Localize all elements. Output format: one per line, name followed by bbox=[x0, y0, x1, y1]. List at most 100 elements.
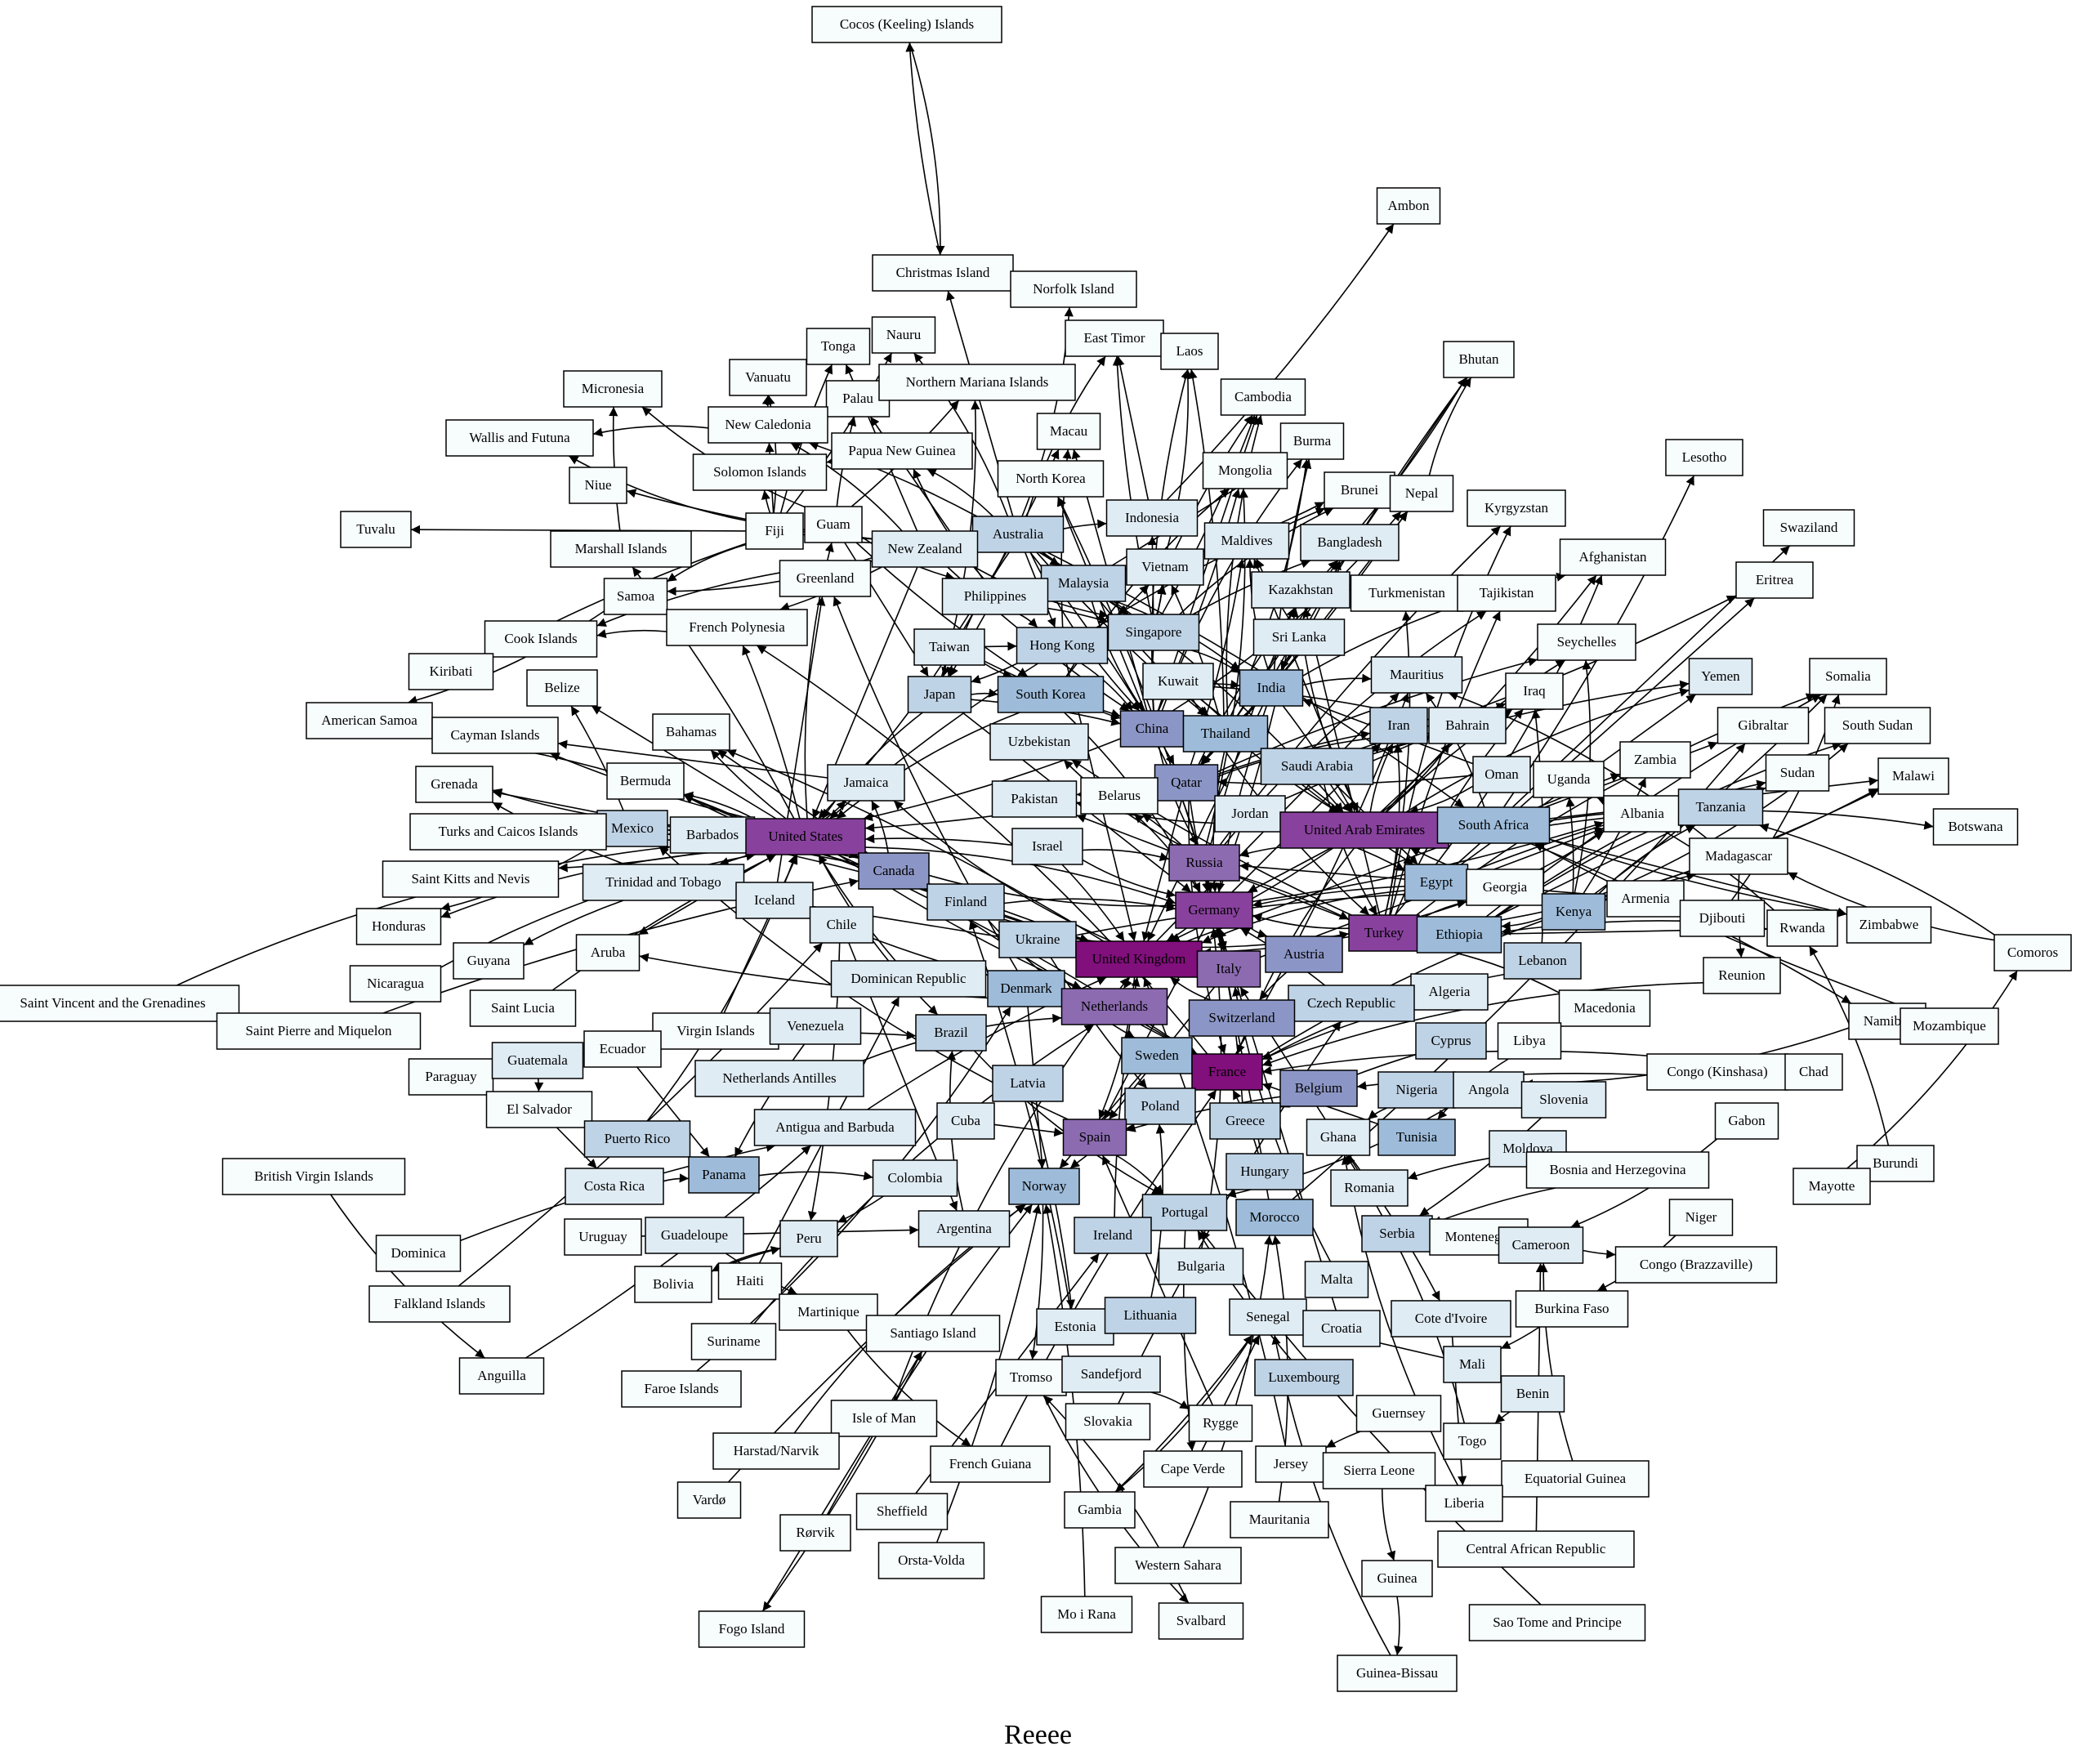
node-box bbox=[1525, 1151, 1710, 1189]
node-maldives: Maldives bbox=[1203, 522, 1290, 560]
node-laos: Laos bbox=[1160, 333, 1219, 370]
node-box bbox=[458, 1357, 545, 1395]
node-burma: Burma bbox=[1279, 422, 1345, 460]
node-box bbox=[1809, 658, 1887, 695]
node-turkey: Turkey bbox=[1348, 914, 1420, 952]
node-swaziland: Swaziland bbox=[1762, 509, 1855, 547]
node-box bbox=[936, 1102, 995, 1140]
node-luxembourg: Luxembourg bbox=[1254, 1359, 1354, 1396]
node-box bbox=[1472, 756, 1531, 793]
edge-arrow bbox=[864, 833, 1013, 846]
node-box bbox=[1466, 869, 1544, 906]
node-cote-d-ivoire: Cote d'Ivoire bbox=[1391, 1300, 1511, 1338]
node-box bbox=[1036, 1308, 1114, 1346]
node-mo-i-rana: Mo i Rana bbox=[1040, 1596, 1133, 1633]
node-label: Sao Tome and Principe bbox=[1493, 1614, 1622, 1630]
node-estonia: Estonia bbox=[1036, 1308, 1114, 1346]
node-label: Sri Lanka bbox=[1272, 629, 1327, 645]
node-box bbox=[907, 676, 972, 713]
node-box bbox=[221, 1158, 406, 1195]
node-saint-kitts-and-nevis: Saint Kitts and Nevis bbox=[382, 860, 560, 898]
node-lebanon: Lebanon bbox=[1503, 942, 1582, 980]
node-box bbox=[1932, 808, 2019, 846]
node-box bbox=[1520, 1081, 1607, 1119]
edge-arrow bbox=[1042, 1204, 1086, 1597]
node-box bbox=[1168, 844, 1240, 882]
node-isle-of-man: Isle of Man bbox=[830, 1400, 938, 1437]
node-madagascar: Madagascar bbox=[1689, 837, 1788, 875]
node-box bbox=[1061, 1355, 1161, 1393]
node-belgium: Belgium bbox=[1279, 1070, 1358, 1107]
node-serbia: Serbia bbox=[1361, 1215, 1433, 1253]
edge-arrow bbox=[557, 739, 828, 779]
node-sweden: Sweden bbox=[1121, 1037, 1193, 1074]
node-label: Gabon bbox=[1728, 1113, 1766, 1128]
node-label: Botswana bbox=[1948, 819, 2003, 834]
node-czech-republic: Czech Republic bbox=[1288, 985, 1415, 1022]
node-samoa: Samoa bbox=[603, 578, 668, 615]
node-zambia: Zambia bbox=[1619, 741, 1691, 779]
node-box bbox=[1251, 571, 1351, 609]
node-mongolia: Mongolia bbox=[1202, 452, 1288, 489]
edge-arrow bbox=[761, 395, 771, 408]
node-label: Kenya bbox=[1556, 904, 1592, 919]
node-label: Northern Mariana Islands bbox=[906, 374, 1049, 390]
node-box bbox=[565, 1168, 664, 1205]
edge-arrow bbox=[410, 525, 747, 534]
node-r-rvik: Rørvik bbox=[779, 1514, 851, 1552]
node-box bbox=[1619, 741, 1691, 779]
node-label: Malta bbox=[1320, 1271, 1353, 1287]
node-cape-verde: Cape Verde bbox=[1143, 1450, 1243, 1488]
node-liberia: Liberia bbox=[1425, 1485, 1503, 1522]
node-turks-and-caicos-islands: Turks and Caicos Islands bbox=[409, 813, 607, 851]
node-label: Burundi bbox=[1873, 1155, 1918, 1171]
node-box bbox=[1391, 1300, 1511, 1338]
node-label: Portugal bbox=[1161, 1204, 1208, 1220]
node-label: Serbia bbox=[1379, 1226, 1415, 1241]
node-box bbox=[1361, 1215, 1433, 1253]
edge-arrow bbox=[1329, 784, 1352, 813]
node-comoros: Comoros bbox=[1993, 934, 2072, 971]
node-label: Kuwait bbox=[1158, 673, 1199, 689]
node-label: British Virgin Islands bbox=[254, 1168, 373, 1184]
node-germany: Germany bbox=[1175, 891, 1253, 929]
node-label: Sierra Leone bbox=[1343, 1463, 1414, 1478]
node-thailand: Thailand bbox=[1182, 715, 1269, 752]
node-seychelles: Seychelles bbox=[1537, 623, 1636, 661]
node-british-virgin-islands: British Virgin Islands bbox=[221, 1158, 406, 1195]
node-box bbox=[375, 1235, 462, 1272]
node-label: Japan bbox=[924, 686, 956, 702]
edge-arrow bbox=[636, 1066, 710, 1158]
node-slovakia: Slovakia bbox=[1065, 1403, 1151, 1440]
node-box bbox=[645, 1217, 744, 1254]
node-label: Hungary bbox=[1240, 1163, 1289, 1179]
node-box bbox=[1214, 795, 1286, 833]
node-label: Rygge bbox=[1203, 1415, 1239, 1431]
node-santiago-island: Santiago Island bbox=[865, 1315, 1001, 1352]
node-box bbox=[453, 942, 525, 980]
node-box bbox=[930, 1445, 1051, 1483]
node-box bbox=[1369, 707, 1428, 744]
node-box bbox=[1188, 1405, 1253, 1442]
node-georgia: Georgia bbox=[1466, 869, 1544, 906]
node-label: Nepal bbox=[1405, 485, 1439, 501]
node-argentina: Argentina bbox=[917, 1210, 1011, 1248]
node-box bbox=[491, 1042, 584, 1079]
node-box bbox=[1766, 909, 1838, 947]
node-canada: Canada bbox=[858, 852, 930, 890]
node-box bbox=[368, 1285, 511, 1323]
node-label: Saudi Arabia bbox=[1281, 758, 1354, 774]
node-label: El Salvador bbox=[507, 1101, 572, 1117]
node-dominican-republic: Dominican Republic bbox=[830, 960, 987, 998]
node-marshall-islands: Marshall Islands bbox=[550, 530, 692, 568]
node-cameroon: Cameroon bbox=[1498, 1226, 1584, 1264]
node-label: Guatemala bbox=[507, 1052, 568, 1068]
node-box bbox=[1154, 764, 1219, 802]
node-guernsey: Guernsey bbox=[1355, 1395, 1442, 1432]
edge-arrow bbox=[1141, 800, 1182, 942]
node-label: Liberia bbox=[1444, 1495, 1484, 1511]
node-label: Santiago Island bbox=[890, 1325, 976, 1341]
node-vietnam: Vietnam bbox=[1126, 548, 1204, 586]
node-label: Cuba bbox=[951, 1113, 980, 1128]
edge-arrow bbox=[596, 629, 667, 639]
